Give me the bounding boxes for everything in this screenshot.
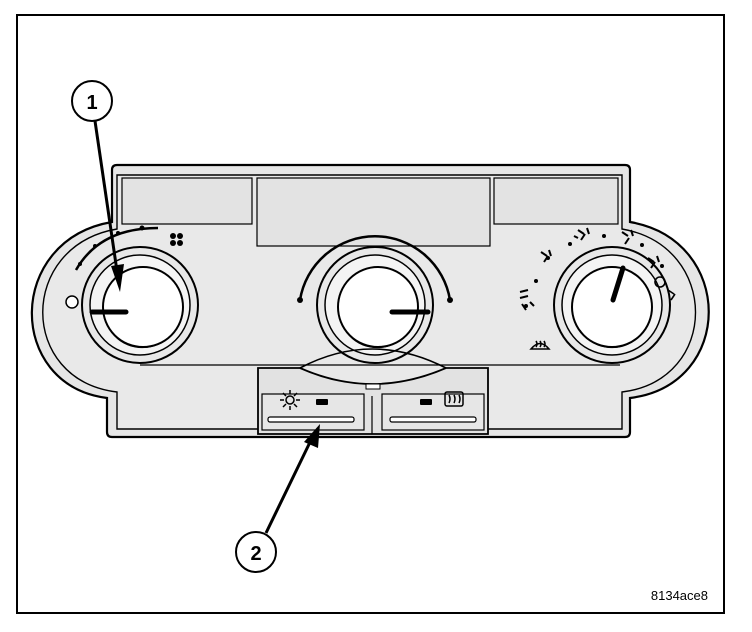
mix-icon bbox=[654, 276, 676, 301]
mode-position-dot bbox=[640, 243, 644, 247]
mode-knob-pointer bbox=[610, 265, 626, 303]
blower-speed-dot bbox=[116, 231, 120, 235]
panel-slot-left bbox=[121, 177, 253, 225]
rear-defrost-button-edge bbox=[389, 416, 477, 423]
snowflake-icon bbox=[280, 390, 300, 410]
mode-position-dot bbox=[660, 264, 664, 268]
floor-defrost-icon bbox=[647, 255, 660, 269]
callout-1-arrowhead bbox=[111, 264, 124, 292]
mode-position-dot bbox=[534, 279, 538, 283]
blower-knob-highlight bbox=[109, 329, 166, 349]
defrost-floor-icon bbox=[519, 289, 535, 311]
temperature-knob-highlight bbox=[344, 329, 401, 349]
panel-slot-right bbox=[493, 177, 619, 225]
ac-indicator-led bbox=[316, 399, 328, 405]
callout-2: 2 bbox=[235, 424, 320, 573]
button-panel-center-tab bbox=[365, 383, 381, 390]
blower-speed-dot bbox=[139, 225, 145, 231]
panel-vent-icon bbox=[540, 249, 552, 263]
callout-2-label: 2 bbox=[250, 543, 261, 565]
ac-button[interactable] bbox=[261, 390, 365, 431]
figure-id: 8134ace8 bbox=[651, 588, 708, 603]
callout-2-leader bbox=[264, 435, 315, 534]
blower-knob[interactable] bbox=[102, 266, 184, 348]
temperature-control bbox=[297, 235, 453, 364]
climate-control-panel bbox=[30, 163, 710, 439]
temperature-knob[interactable] bbox=[337, 266, 419, 348]
callout-1-leader bbox=[93, 120, 120, 279]
callout-2-circle bbox=[235, 531, 277, 573]
mode-knob-highlight bbox=[579, 329, 636, 349]
button-panel-arch bbox=[299, 348, 447, 369]
temperature-arc-end-left bbox=[297, 297, 303, 303]
temperature-arc-end-right bbox=[447, 297, 453, 303]
blower-speed-dot bbox=[93, 244, 97, 248]
callout-1: 1 bbox=[71, 80, 124, 292]
button-panel bbox=[257, 348, 489, 435]
blower-speed-arc bbox=[74, 226, 159, 271]
mode-control bbox=[519, 227, 676, 364]
bilevel-vent-icon bbox=[573, 227, 590, 241]
panel-slot-center bbox=[256, 177, 491, 247]
callout-1-circle bbox=[71, 80, 113, 122]
blower-speed-dot bbox=[78, 262, 82, 266]
windshield-defrost-icon bbox=[529, 340, 551, 350]
temperature-arc bbox=[298, 235, 452, 301]
blower-control bbox=[65, 225, 199, 364]
mode-knob[interactable] bbox=[571, 266, 653, 348]
callout-1-label: 1 bbox=[86, 92, 97, 114]
blower-off-indicator bbox=[65, 295, 79, 309]
callout-2-arrowhead bbox=[304, 424, 320, 448]
ac-button-edge bbox=[267, 416, 355, 423]
mode-position-dot bbox=[602, 234, 606, 238]
fan-icon bbox=[170, 233, 183, 246]
floor-vent-icon bbox=[621, 229, 634, 245]
rear-defrost-icon bbox=[444, 391, 464, 407]
rear-defrost-indicator-led bbox=[420, 399, 432, 405]
mode-position-dot bbox=[568, 242, 572, 246]
rear-defrost-button[interactable] bbox=[381, 391, 485, 431]
